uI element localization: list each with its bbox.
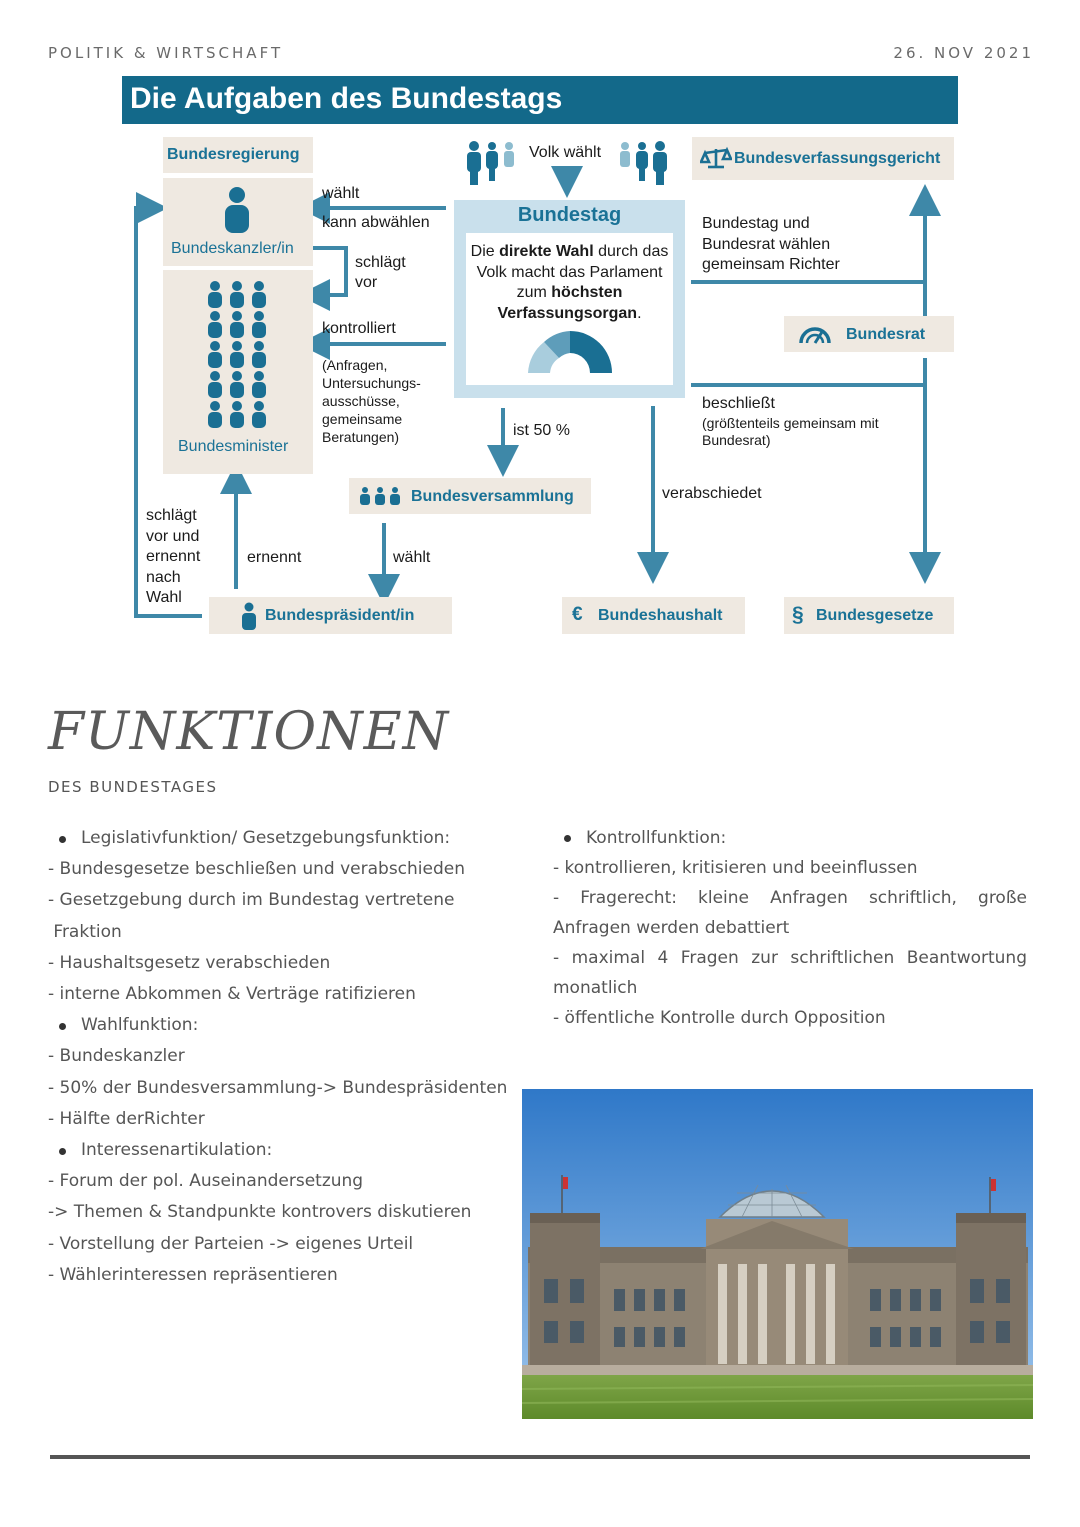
list-item: - Bundeskanzler [48,1046,185,1067]
list-item: Interessenartikulation: [48,1135,507,1166]
section-subtitle: DES BUNDESTAGES [48,778,218,796]
bundesregierung-box: Bundesregierung [163,137,313,173]
bundesversammlung-label: Bundesversammlung [411,488,574,505]
ist-50-label: ist 50 % [513,422,570,439]
bundespraesident-box: Bundespräsident/in [209,597,452,634]
line-richter [691,280,927,312]
left-column: Legislativfunktion/ Gesetzgebungsfunktio… [48,823,507,1291]
list-item: Wahlfunktion: [48,1010,507,1041]
bundeshaushalt-label: Bundeshaushalt [598,607,723,624]
paragraph-icon: § [792,603,804,626]
person-icon [225,187,249,233]
bundesrat-label: Bundesrat [846,326,926,343]
bv-waehlt-label: wählt [393,549,431,566]
bverfg-box: Bundesverfassungsgericht [692,137,954,180]
bundestag-box: Bundestag Die direkte Wahl durch das Vol… [454,200,685,398]
list-item: Fraktion [48,921,122,942]
person-icon [242,602,256,630]
people-group-icon [208,281,266,428]
bundeshaushalt-box: € Bundeshaushalt [562,597,745,634]
schlaegt-vor-label: schlägt vor [355,254,406,291]
list-item: - Gesetzgebung durch im Bundestag vertre… [48,890,455,911]
list-item: -> Themen & Standpunkte kontrovers disku… [48,1202,472,1223]
list-item: - Hälfte derRichter [48,1108,205,1129]
list-item: - Vorstellung der Parteien -> eigenes Ur… [48,1233,414,1254]
bundeskanzler-label: Bundeskanzler/in [171,240,294,257]
bundestag-diagram: Die Aufgaben des Bundestags [120,76,960,646]
schlaegt-vor-ernennt-label: schlägt vor und ernennt nach Wahl [146,507,201,606]
list-item: - Forum der pol. Auseinandersetzung [48,1171,364,1192]
list-item: - interne Abkommen & Verträge ratifizier… [48,984,416,1005]
bundesminister-label: Bundesminister [178,438,289,455]
verabschiedet-label: verabschiedet [662,485,762,502]
arrow-schlaegt-vor-ernennt [134,192,202,618]
list-item: - Fragerecht: kleine Anfragen schriftlic… [553,888,1027,938]
voters-right-icon [620,141,667,185]
diagram-title-bar: Die Aufgaben des Bundestags [122,76,958,124]
bundesrat-box: Bundesrat [784,316,954,352]
bundespraesident-label: Bundespräsident/in [265,607,415,624]
parliament-seats-icon [528,331,612,373]
list-item: Kontrollfunktion: [553,823,1027,853]
section-title: FUNKTIONEN [48,702,450,762]
bverfg-label: Bundesverfassungsgericht [734,150,941,167]
volk-waehlt-label: Volk wählt [529,144,602,161]
diagram-title: Die Aufgaben des Bundestags [130,82,563,115]
voters-left-icon [467,141,514,185]
waehlt-label: wählt [322,185,360,202]
list-item: - 50% der Bundesversammlung-> Bundespräs… [48,1077,508,1098]
list-item: - Haushaltsgesetz verabschieden [48,952,331,973]
kontrolliert-label: kontrolliert [322,320,396,337]
scales-icon [700,146,732,169]
bundesversammlung-box: Bundesversammlung [349,478,591,514]
reichstag-photo [522,1089,1033,1419]
list-item: Legislativfunktion/ Gesetzgebungsfunktio… [48,823,507,854]
richter-text: Bundestag und Bundesrat wählen gemeinsam… [702,215,840,273]
bundesgesetze-label: Bundesgesetze [816,607,934,624]
assembly-icon [360,487,400,505]
arrow-schlaegt-vor [298,246,348,311]
date-header: 26. NOV 2021 [893,44,1034,62]
bundesregierung-label: Bundesregierung [167,146,300,163]
right-column: Kontrollfunktion: - kontrollieren, kriti… [553,823,1027,1033]
euro-icon: € [572,604,583,625]
kontrolliert-detail: (Anfragen, Untersuchungs-ausschüsse, gem… [322,357,421,445]
beschliesst-detail: (größtenteils gemeinsam mit Bundesrat) [702,415,879,448]
bundestag-label: Bundestag [517,204,622,226]
bundestag-inner: Die direkte Wahl durch das Volk macht da… [466,233,673,385]
list-item: - kontrollieren, kritisieren und beeinfl… [553,858,918,878]
list-item: - Bundesgesetze beschließen und verabsch… [48,859,465,880]
kann-abwaehlen-label: kann abwählen [322,214,430,231]
subject-header: POLITIK & WIRTSCHAFT [48,44,284,62]
list-item: - Wählerinteressen repräsentieren [48,1264,338,1285]
bundesgesetze-box: § Bundesgesetze [784,597,954,634]
beschliesst-label: beschließt [702,395,775,412]
diagram-connectors [134,166,941,618]
list-item: - maximal 4 Fragen zur schriftlichen Bea… [553,948,1027,998]
footer-divider [50,1455,1030,1459]
bundesminister-box: Bundesminister [163,270,313,474]
ernennt-label: ernennt [247,549,302,566]
speedometer-icon [799,327,831,344]
list-item: - öffentliche Kontrolle durch Opposition [553,1008,886,1028]
bundeskanzler-box: Bundeskanzler/in [163,178,313,266]
bundestag-description: Die direkte Wahl durch das Volk macht da… [470,243,669,322]
